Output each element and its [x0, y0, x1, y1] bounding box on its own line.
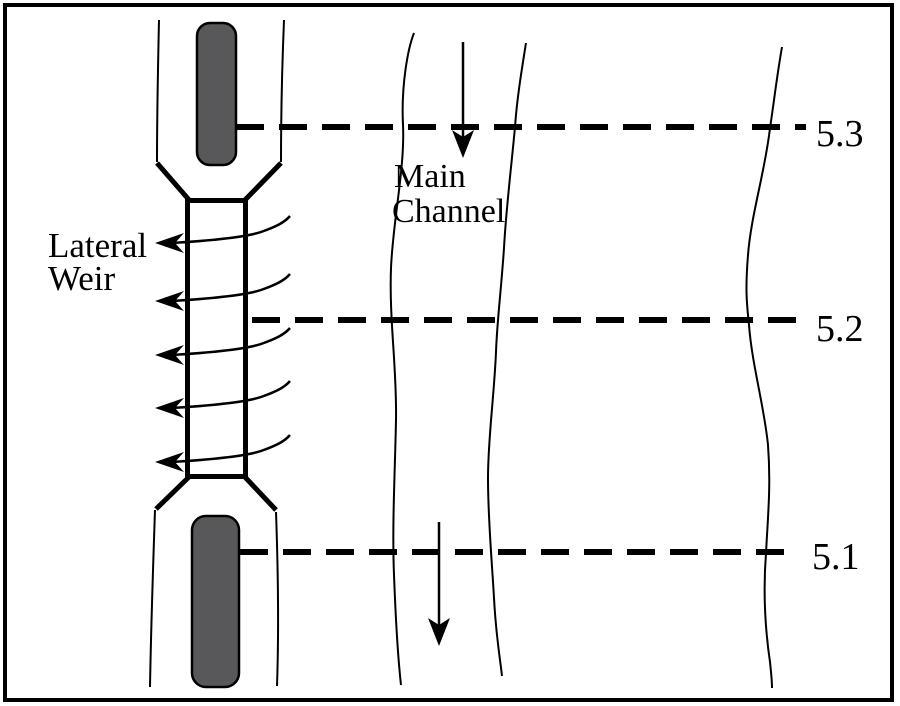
weir-overflow-arrow-icon	[155, 327, 291, 365]
cross-section-label-5-2: 5.2	[816, 308, 864, 350]
weir-overflow-arrow-icon	[155, 380, 291, 418]
figure-border	[3, 3, 894, 702]
weir-wing-wall-top-right	[242, 161, 283, 203]
channel-bank-line-left	[389, 32, 415, 686]
left-arrowhead-icon	[155, 398, 184, 418]
weir-overflow-arrow-icon	[155, 434, 291, 472]
overflow-arrow-tail	[171, 215, 291, 245]
cross-section-label-5-3: 5.3	[816, 113, 864, 155]
road-embankment-top	[195, 21, 238, 167]
main-channel-label-line2: Channel	[392, 193, 505, 230]
lateral-weir-label-line2: Weir	[48, 259, 115, 298]
flow-direction-arrow-top-icon	[452, 42, 474, 158]
lateral-weir-structure	[185, 198, 248, 479]
weir-overflow-arrow-icon	[155, 215, 291, 253]
weir-overflow-arrow-icon	[155, 273, 291, 311]
road-embankment-bottom	[190, 514, 241, 689]
channel-bank-line-middle	[486, 42, 527, 677]
down-arrowhead-icon	[452, 130, 474, 158]
overflow-arrow-tail	[171, 327, 291, 357]
cross-section-label-5-1: 5.1	[812, 536, 860, 578]
road-edge-line-bottom-right	[275, 511, 280, 687]
overflow-arrow-tail	[171, 273, 291, 303]
down-arrowhead-icon	[428, 618, 450, 646]
road-edge-line-top-right	[280, 19, 285, 163]
left-arrowhead-icon	[155, 291, 184, 311]
road-edge-line-bottom-left	[149, 509, 156, 688]
weir-wing-wall-bottom-left	[154, 474, 192, 511]
lateral-weir-label-line1: Lateral	[48, 226, 147, 265]
channel-bank-line-right	[745, 46, 783, 689]
weir-wing-wall-bottom-right	[242, 474, 278, 512]
weir-wing-wall-top-left	[155, 161, 192, 203]
flow-direction-arrow-bottom-icon	[428, 522, 450, 646]
left-arrowhead-icon	[155, 345, 184, 365]
overflow-arrow-tail	[171, 434, 291, 464]
overflow-arrow-tail	[171, 380, 291, 410]
left-arrowhead-icon	[155, 452, 184, 472]
lateral-weir-label: Lateral Weir	[48, 226, 147, 298]
left-arrowhead-icon	[155, 233, 184, 253]
road-edge-line-top-left	[156, 19, 160, 163]
main-channel-label-line1: Main	[394, 158, 466, 195]
main-channel-label: Main Channel	[392, 158, 505, 230]
